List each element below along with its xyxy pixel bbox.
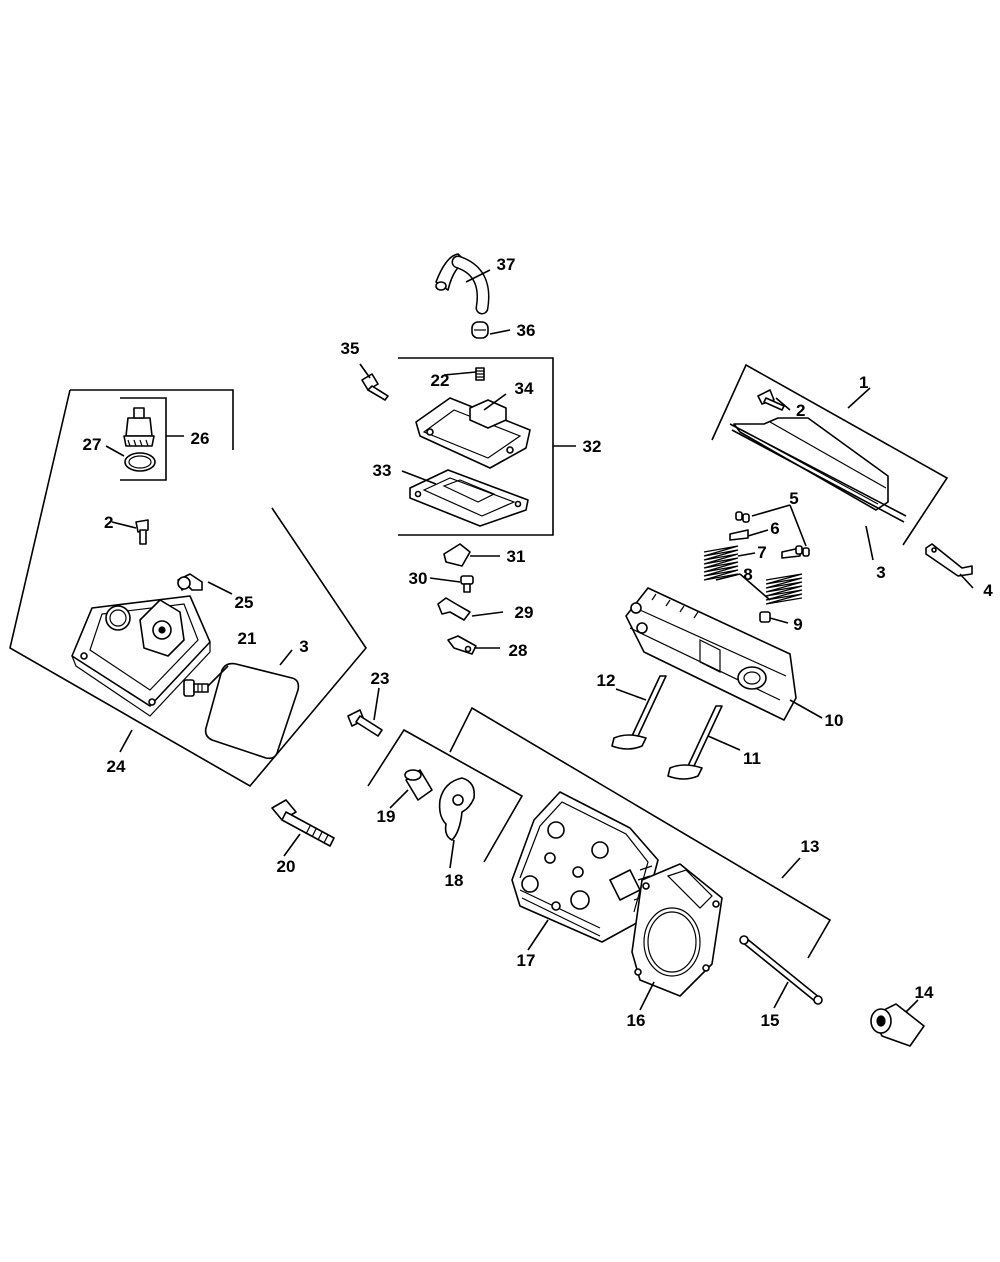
callout-31: 31 <box>507 547 526 566</box>
tube-clamp-part <box>471 321 489 339</box>
callout-33: 33 <box>373 461 392 480</box>
nipple-fitting-part <box>183 679 209 697</box>
head-bolt-part <box>271 799 335 847</box>
rocker-arm-part <box>438 777 476 841</box>
retainer-28-part <box>447 635 477 655</box>
callout-36: 36 <box>517 321 536 340</box>
breather-gasket-part <box>409 469 529 527</box>
callout-30: 30 <box>409 569 428 588</box>
callout-7: 7 <box>757 543 766 562</box>
callout-2-left: 2 <box>104 513 113 532</box>
callout-5: 5 <box>789 489 798 508</box>
callout-35: 35 <box>341 339 360 358</box>
breather-cover-part <box>415 397 531 469</box>
rocker-cover-gasket-part <box>729 423 907 523</box>
callout-23: 23 <box>371 669 390 688</box>
exhaust-valve-part <box>611 675 667 750</box>
callout-13: 13 <box>801 837 820 856</box>
callout-15: 15 <box>761 1011 780 1030</box>
oil-fill-cap-part <box>123 407 155 447</box>
callout-22: 22 <box>431 371 450 390</box>
elbow-fitting-part <box>177 573 203 591</box>
callout-25: 25 <box>235 593 254 612</box>
callout-12: 12 <box>597 671 616 690</box>
screw-30-part <box>460 575 474 593</box>
callout-3-right: 3 <box>876 563 885 582</box>
intake-valve-part <box>667 705 723 780</box>
o-ring-part <box>124 452 156 472</box>
valve-cover-part <box>71 595 211 717</box>
valve-keeper-part <box>735 511 810 557</box>
callout-26: 26 <box>191 429 210 448</box>
callout-16: 16 <box>627 1011 646 1030</box>
callout-37: 37 <box>497 255 516 274</box>
callout-1: 1 <box>859 373 868 392</box>
retainer-29-part <box>437 597 471 621</box>
push-rod-part <box>739 935 823 1005</box>
leader-lines <box>105 269 974 1013</box>
callout-17: 17 <box>517 951 536 970</box>
callout-labels: 1 2 2 3 3 4 5 6 7 8 9 10 11 12 13 14 15 … <box>83 255 994 1030</box>
callout-19: 19 <box>377 807 396 826</box>
group-bracket-26 <box>120 397 167 481</box>
bolt-23-part <box>347 709 383 737</box>
callout-21: 21 <box>238 629 257 648</box>
callout-28: 28 <box>509 641 528 660</box>
callout-29: 29 <box>515 603 534 622</box>
group-bracket-24 <box>9 389 367 788</box>
reed-part <box>443 543 471 567</box>
callout-27: 27 <box>83 435 102 454</box>
callout-2-right: 2 <box>796 401 805 420</box>
cover-gasket-left-part <box>204 662 300 760</box>
head-gasket-part <box>631 863 723 997</box>
bracket-4-part <box>925 543 973 577</box>
rocker-housing-part <box>625 587 797 721</box>
tappet-part <box>870 1003 925 1047</box>
callout-34: 34 <box>515 379 534 398</box>
callout-24: 24 <box>107 757 126 776</box>
callout-32: 32 <box>583 437 602 456</box>
breather-tube-part <box>435 253 490 315</box>
screw-2-right-part <box>757 389 785 411</box>
valve-spring-right-part <box>765 573 803 605</box>
callout-10: 10 <box>825 711 844 730</box>
callout-18: 18 <box>445 871 464 890</box>
callout-14: 14 <box>915 983 934 1002</box>
callout-3-left: 3 <box>299 637 308 656</box>
cylinder-head-part <box>511 791 659 943</box>
valve-spring-left-part <box>703 545 739 581</box>
screw-2-left-part <box>135 519 149 545</box>
sleeve-19-part <box>404 769 433 801</box>
callout-9: 9 <box>793 615 802 634</box>
callout-8: 8 <box>743 565 752 584</box>
valve-cap-part <box>759 611 771 623</box>
small-spring-part <box>475 367 485 381</box>
callout-20: 20 <box>277 857 296 876</box>
callout-6: 6 <box>770 519 779 538</box>
group-bracket-1 <box>711 363 949 546</box>
group-bracket-13 <box>367 706 832 959</box>
callout-4: 4 <box>983 581 993 600</box>
screw-35-part <box>361 373 389 401</box>
callout-11: 11 <box>743 749 761 768</box>
